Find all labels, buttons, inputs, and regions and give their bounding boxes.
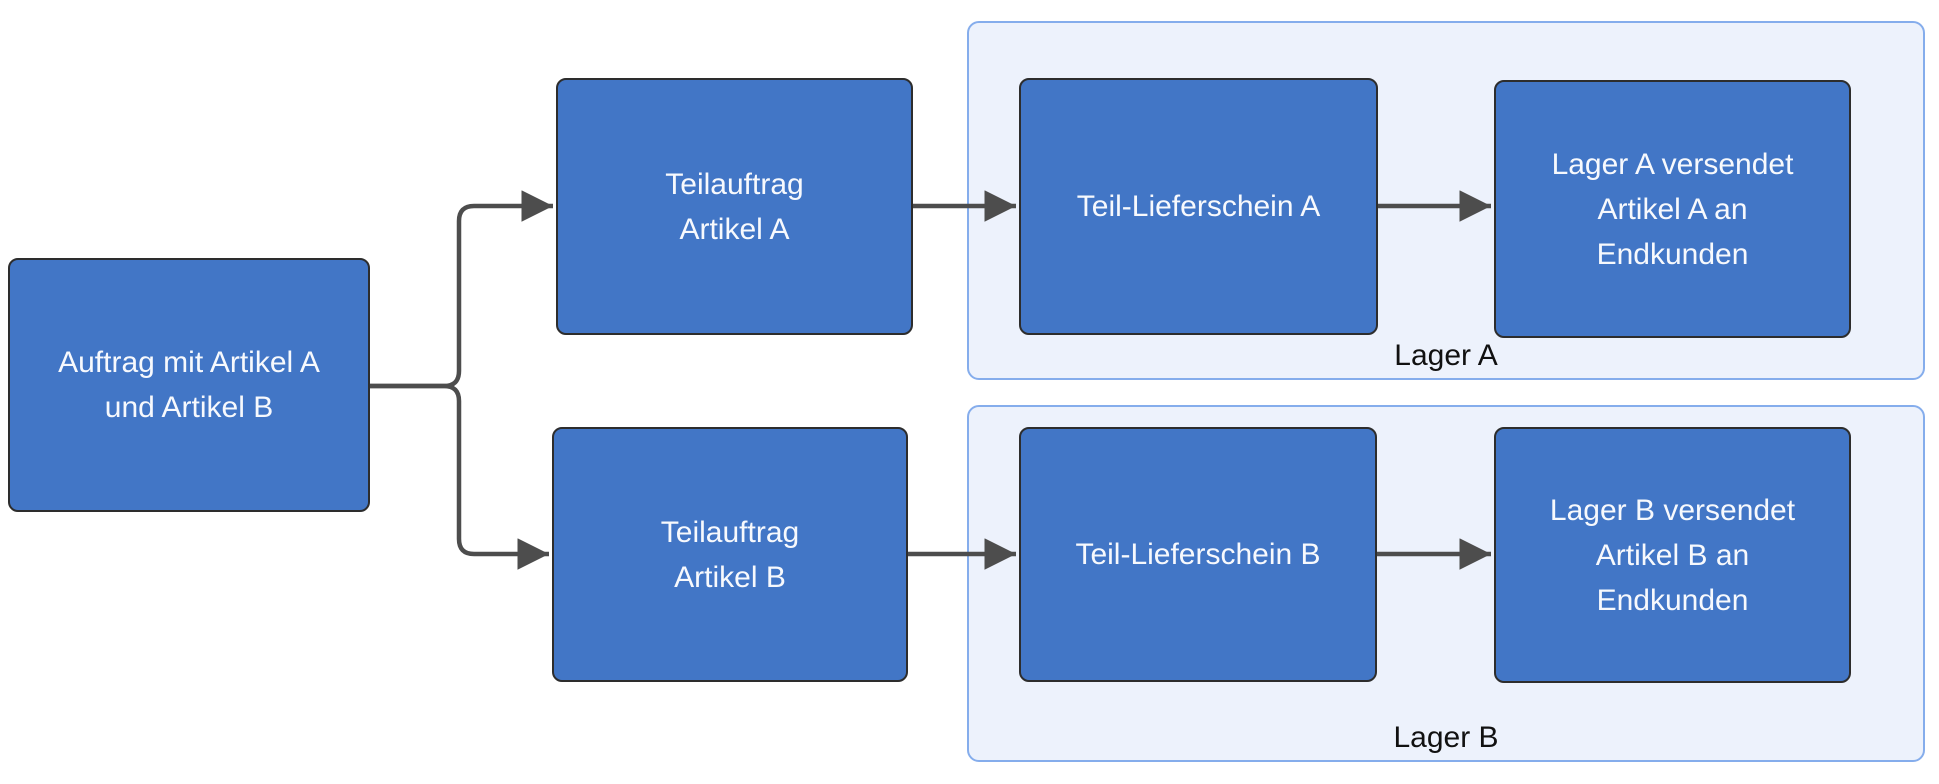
node-teilauftrag-b: Teilauftrag Artikel B	[552, 427, 908, 682]
node-teil-lieferschein-b: Teil-Lieferschein B	[1019, 427, 1377, 682]
group-label-lager-b: Lager B	[1393, 720, 1499, 754]
edge-auftrag-to-teilauftrag-a	[370, 190, 553, 389]
edge-auftrag-to-teilauftrag-b	[370, 383, 549, 570]
node-lager-b-versendet: Lager B versendet Artikel B an Endkunden	[1494, 427, 1851, 683]
node-teilauftrag-a: Teilauftrag Artikel A	[556, 78, 913, 335]
node-teil-lieferschein-a: Teil-Lieferschein A	[1019, 78, 1378, 335]
group-label-lager-a: Lager A	[1394, 338, 1498, 372]
node-auftrag: Auftrag mit Artikel A und Artikel B	[8, 258, 370, 512]
node-lager-a-versendet: Lager A versendet Artikel A an Endkunden	[1494, 80, 1851, 338]
